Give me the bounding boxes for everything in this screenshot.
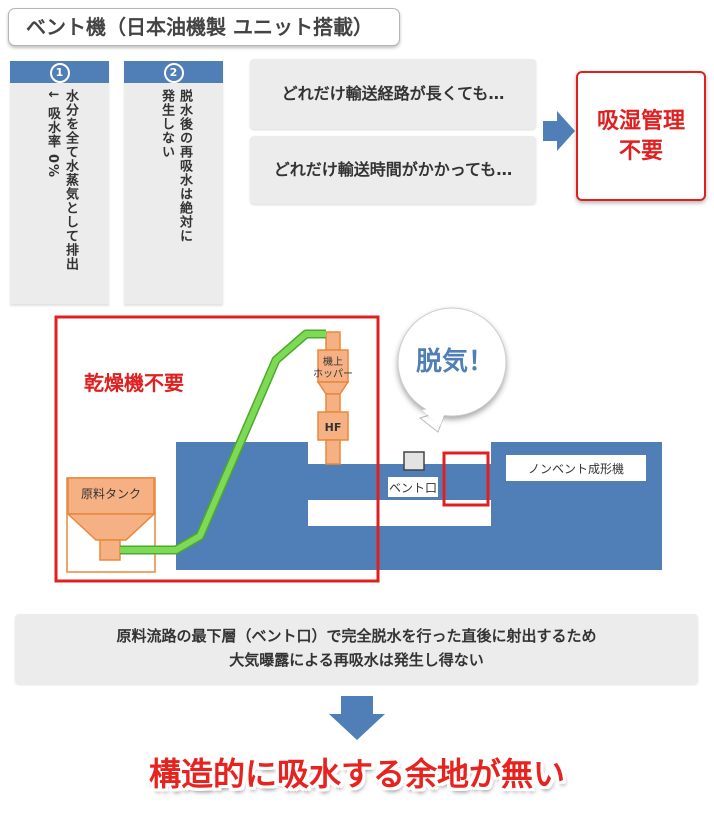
feature-text-1: 水分を全て水蒸気として排出 ↓ 吸水率 0% <box>45 89 78 271</box>
arrow-right-icon <box>543 111 575 151</box>
condition-text-2: どれだけ輸送時間がかかっても… <box>273 160 513 179</box>
result-box: 吸湿管理 不要 <box>576 71 706 201</box>
feature-card-1: 1 水分を全て水蒸気として排出 ↓ 吸水率 0% <box>10 61 109 304</box>
summary-box: 原料流路の最下層（ベント口）で完全脱水を行った直後に射出するため 大気曝露による… <box>15 614 698 684</box>
hopper-tower <box>316 331 350 465</box>
hf-label: HF <box>325 421 342 434</box>
summary-line-2: 大気曝露による再吸水は発生し得ない <box>229 651 484 669</box>
feature-number-1: 1 <box>49 63 70 83</box>
feature-card-1-header: 1 <box>10 61 109 83</box>
summary-line-1: 原料流路の最下層（ベント口）で完全脱水を行った直後に射出するため <box>116 627 597 645</box>
vent-port-label-box <box>388 477 438 497</box>
degas-text: 脱気！ <box>416 346 494 377</box>
hopper-label-line-2: ホッパー <box>313 368 353 380</box>
dryer-free-frame <box>54 315 380 583</box>
machine-label-box <box>506 455 646 481</box>
machine-diagram: ベント口 ノンベント成形機 原料タンク 機上 ホッパー HF 乾燥機不要 脱気！ <box>54 307 662 583</box>
condition-text-1: どれだけ輸送経路が長くても… <box>281 84 505 103</box>
page-title: ベント機（日本油機製 ユニット搭載） <box>8 8 400 46</box>
feature-number-2: 2 <box>163 63 184 83</box>
vent-port-label: ベント口 <box>389 481 437 495</box>
condition-row-2: どれだけ輸送時間がかかっても… <box>250 136 536 204</box>
machine-label: ノンベント成形機 <box>528 461 624 476</box>
material-tank <box>66 477 156 573</box>
feature-card-2: 2 脱水後の再吸水は絶対に 発生しない <box>124 61 223 304</box>
dryer-free-label: 乾燥機不要 <box>84 371 184 395</box>
result-line-2: 不要 <box>618 139 663 164</box>
material-tank-label: 原料タンク <box>81 487 141 501</box>
arrow-down-icon <box>329 696 385 740</box>
hopper-label-line-1: 機上 <box>323 355 343 368</box>
vent-zone-highlight <box>442 451 490 507</box>
condition-row-1: どれだけ輸送経路が長くても… <box>250 59 536 129</box>
degas-bubble: 脱気！ <box>397 307 507 433</box>
feature-text-2: 脱水後の再吸水は絶対に 発生しない <box>159 89 192 243</box>
feature-card-2-header: 2 <box>124 61 223 83</box>
vent-port-icon <box>403 451 425 471</box>
conclusion-text: 構造的に吸水する余地が無い <box>148 755 565 793</box>
result-line-1: 吸湿管理 <box>596 109 685 134</box>
